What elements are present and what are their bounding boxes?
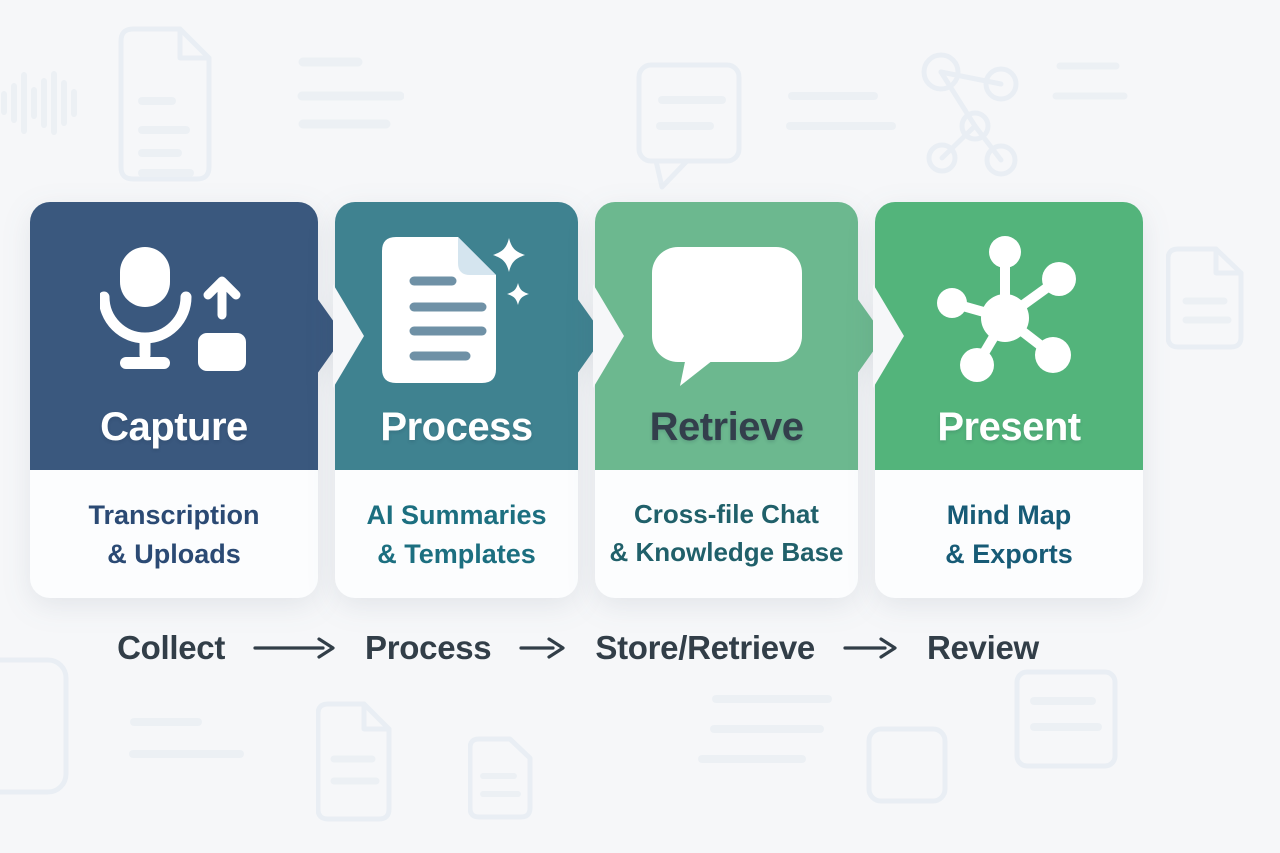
step-header: Retrieve: [593, 202, 884, 470]
step-header: Present: [873, 202, 1143, 470]
step-subtitle: AI Summaries & Templates: [335, 470, 578, 598]
step-title: Process: [380, 405, 533, 449]
molecule-icon: [921, 52, 1019, 177]
subtitle-line: AI Summaries: [366, 500, 547, 530]
right-arrow-icon: [519, 637, 565, 659]
flow-summary: Collect Process Store/Retrieve Review: [0, 622, 1218, 674]
step-subtitle: Transcription & Uploads: [30, 470, 318, 598]
step-card-retrieve: Retrieve Cross-file Chat & Knowledge Bas…: [593, 202, 884, 598]
step-subtitle: Mind Map & Exports: [875, 470, 1143, 598]
chat-bubble-outline-icon: [636, 62, 742, 190]
microphone-upload-icon: [100, 247, 248, 375]
subtitle-line: Transcription: [88, 500, 260, 530]
subtitle-line: Mind Map: [946, 500, 1072, 530]
right-arrow-icon: [253, 637, 335, 659]
flow-label-store-retrieve: Store/Retrieve: [595, 629, 815, 666]
step-header: Capture: [30, 202, 344, 470]
step-subtitle: Cross-file Chat & Knowledge Base: [595, 470, 858, 598]
flow-label-process: Process: [365, 629, 492, 666]
step-card-capture: Capture Transcription & Uploads: [30, 202, 344, 598]
chevron-notch: [333, 284, 364, 388]
right-arrow-icon: [843, 637, 897, 659]
document-sparkles-icon: [381, 237, 532, 383]
step-title: Retrieve: [649, 405, 804, 449]
text-lines-icon: [129, 718, 244, 758]
step-title: Capture: [100, 405, 248, 449]
text-lines-icon: [297, 57, 404, 129]
step-title: Present: [937, 405, 1081, 449]
subtitle-line: & Knowledge Base: [609, 536, 844, 567]
subtitle-line: & Exports: [945, 539, 1073, 570]
step-card-process: Process AI Summaries & Templates: [333, 202, 604, 598]
flow-label-collect: Collect: [117, 629, 226, 666]
mind-map-icon: [934, 231, 1084, 391]
subtitle-line: Cross-file Chat: [634, 499, 819, 529]
step-card-present: Present Mind Map & Exports: [873, 202, 1143, 598]
subtitle-line: & Templates: [377, 539, 536, 570]
chevron-notch: [593, 284, 624, 388]
flow-label-review: Review: [926, 629, 1039, 666]
audio-waveform-icon: [1, 71, 77, 135]
text-lines-icon: [1052, 62, 1128, 100]
text-lines-icon: [786, 92, 896, 130]
rounded-rect-outline-icon: [866, 726, 948, 804]
step-header: Process: [333, 202, 604, 470]
rounded-rect-outline-icon: [0, 657, 69, 795]
rounded-rect-outline-icon: [1014, 669, 1118, 769]
document-outline-icon: [118, 26, 212, 182]
text-lines-icon: [698, 695, 832, 763]
subtitle-line: & Uploads: [107, 539, 241, 570]
chevron-notch: [873, 284, 904, 388]
document-outline-icon: [1166, 246, 1244, 350]
document-outline-icon: [468, 736, 533, 820]
document-outline-icon: [316, 701, 392, 822]
chat-bubble-icon: [651, 247, 802, 387]
